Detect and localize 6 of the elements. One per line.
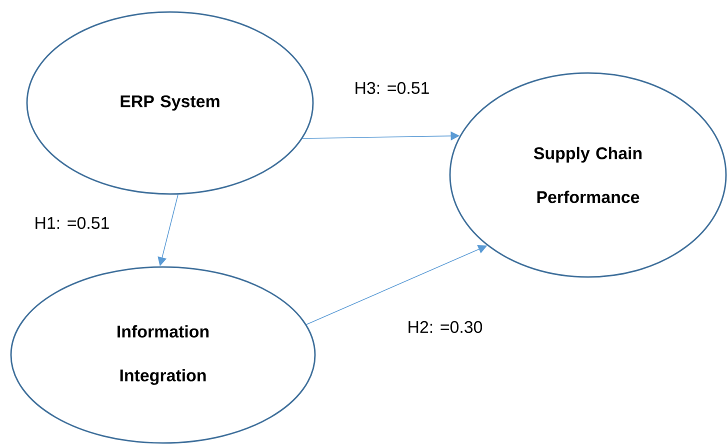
edge-label: H2: =0.30 [408, 321, 482, 333]
ellipse-node: Supply Chain Performance [449, 72, 727, 278]
edge-label: H3: =0.51 [356, 82, 429, 94]
ellipse-node: Information Integration [10, 266, 316, 444]
edge-label: H1: =0.51 [36, 217, 109, 229]
ellipse-node: ERP System [26, 11, 314, 195]
